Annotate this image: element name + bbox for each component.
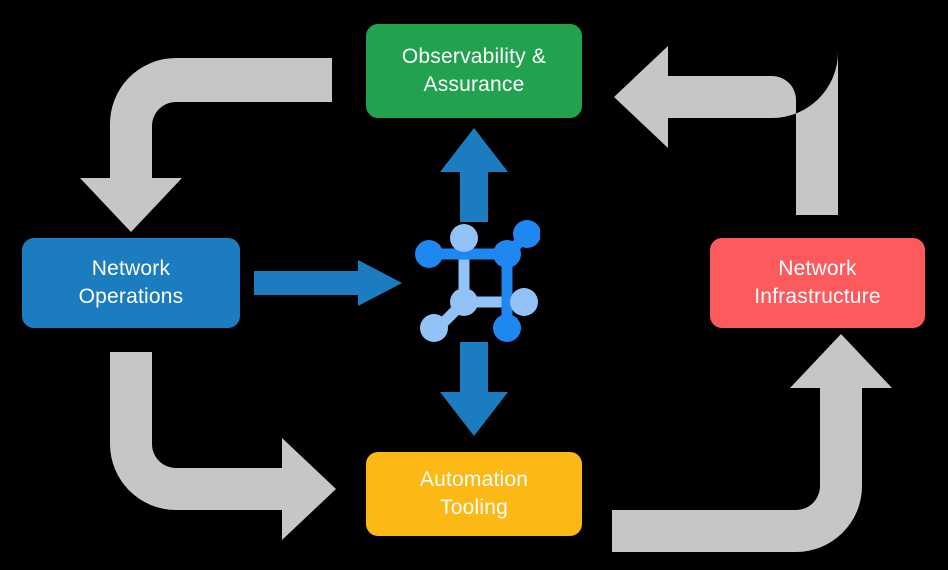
flow-arrow-infrastructure-to-observability <box>614 46 838 215</box>
network-topology-icon <box>415 220 540 342</box>
node-box-operations[interactable]: Network Operations <box>22 238 240 328</box>
node-box-automation[interactable]: Automation Tooling <box>366 452 582 536</box>
flow-arrow-operations-to-automation <box>110 352 336 540</box>
node-box-observability[interactable]: Observability & Assurance <box>366 24 582 118</box>
center-arrow-down <box>440 342 508 436</box>
node-label-operations: Network Operations <box>78 257 184 308</box>
flow-arrow-automation-to-infrastructure <box>612 334 892 552</box>
flow-arrow-observability-to-operations <box>80 57 332 232</box>
node-label-observability: Observability & Assurance <box>401 45 547 96</box>
center-arrow-right <box>254 260 402 306</box>
node-label-automation: Automation Tooling <box>419 468 529 519</box>
center-arrow-up <box>440 128 508 222</box>
node-label-infrastructure: Network Infrastructure <box>754 257 881 308</box>
node-box-infrastructure[interactable]: Network Infrastructure <box>710 238 925 328</box>
